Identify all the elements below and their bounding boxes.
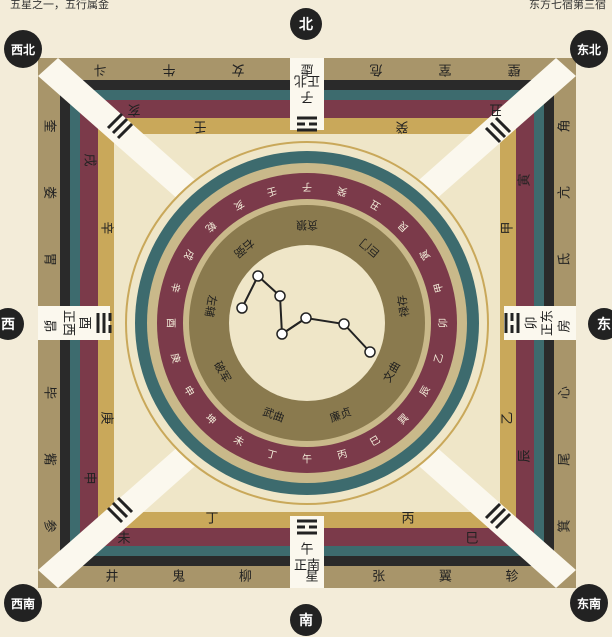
ring-char-label: 卯 [438,318,450,328]
mansion-right-label: 亢 [557,186,573,199]
star-2 [253,271,263,281]
mansion-top-label: 壁 [507,62,520,77]
mansion-right-label: 房 [557,319,573,332]
mansion-top-label: 斗 [93,62,106,77]
star-5 [301,313,311,323]
mansion-top-label: 女 [231,62,244,78]
star-6 [339,319,349,329]
stem-label: 甲 [501,221,516,234]
mansion-bottom-label: 柳 [239,570,252,585]
badge-southeast: 东南 [570,584,608,622]
star-1 [237,303,247,313]
ring-char-label: 子 [302,181,312,193]
center-label-west: 酉 [77,316,92,329]
mansion-left-label: 毕 [42,386,57,399]
branch-label: 戌 [82,153,97,166]
center-label-north: 子 [300,89,313,104]
star-4 [277,329,287,339]
ring-char-label: 午 [302,453,312,466]
mansion-top-label: 危 [369,62,382,77]
star-3 [275,291,285,301]
branch-label: 亥 [127,102,140,117]
mansion-bottom-label: 鬼 [172,569,185,585]
stem-label: 乙 [501,411,516,424]
branch-label: 未 [117,532,130,547]
mansion-top-label: 牛 [162,62,175,77]
ring-char-label: 酉 [165,318,176,328]
center-label-west: 正西 [61,310,76,336]
stem-label: 壬 [193,119,206,134]
badge-south: 南 [290,604,322,636]
branch-label: 申 [82,471,97,484]
branch-label: 寅 [517,173,533,186]
center-label-south: 正南 [294,558,320,574]
stem-label: 癸 [395,119,408,134]
inner-ring-label: 贪狼 [296,219,318,233]
mansion-left-label: 胃 [42,253,57,266]
mansion-top-label: 室 [438,62,451,78]
center-label-east: 卯 [525,316,540,329]
mansion-left-label: 娄 [42,186,57,199]
badge-northwest: 西北 [4,30,42,68]
stem-label: 丙 [401,512,414,527]
stem-label: 庚 [99,411,115,424]
mansion-left-label: 觜 [42,453,57,466]
mansion-bottom-label: 翼 [439,570,452,585]
mansion-bottom-label: 井 [105,570,118,585]
center-label-east: 正东 [541,310,556,336]
mansion-bottom-label: 张 [372,570,385,585]
stem-label: 辛 [99,221,114,234]
branch-label: 丑 [489,102,502,117]
mansion-left-label: 参 [42,519,58,532]
badge-southwest: 西南 [4,584,42,622]
mansion-right-label: 尾 [558,453,573,466]
stem-label: 丁 [205,512,218,527]
mansion-right-label: 角 [558,119,573,132]
center-label-north: 正北 [294,73,320,88]
mansion-right-label: 氐 [558,253,573,266]
branch-label: 巳 [465,532,478,547]
mansion-left-label: 昴 [42,319,57,332]
badge-north: 北 [290,8,322,40]
badge-east: 东 [588,308,612,340]
star-7 [365,347,375,357]
mansion-bottom-label: 轸 [505,570,518,585]
center-label-south: 午 [300,543,313,558]
branch-label: 辰 [518,449,533,462]
mansion-right-label: 心 [558,386,573,399]
badge-northeast: 东北 [570,30,608,68]
mansion-right-label: 箕 [557,519,573,532]
mansion-left-label: 奎 [42,119,57,132]
